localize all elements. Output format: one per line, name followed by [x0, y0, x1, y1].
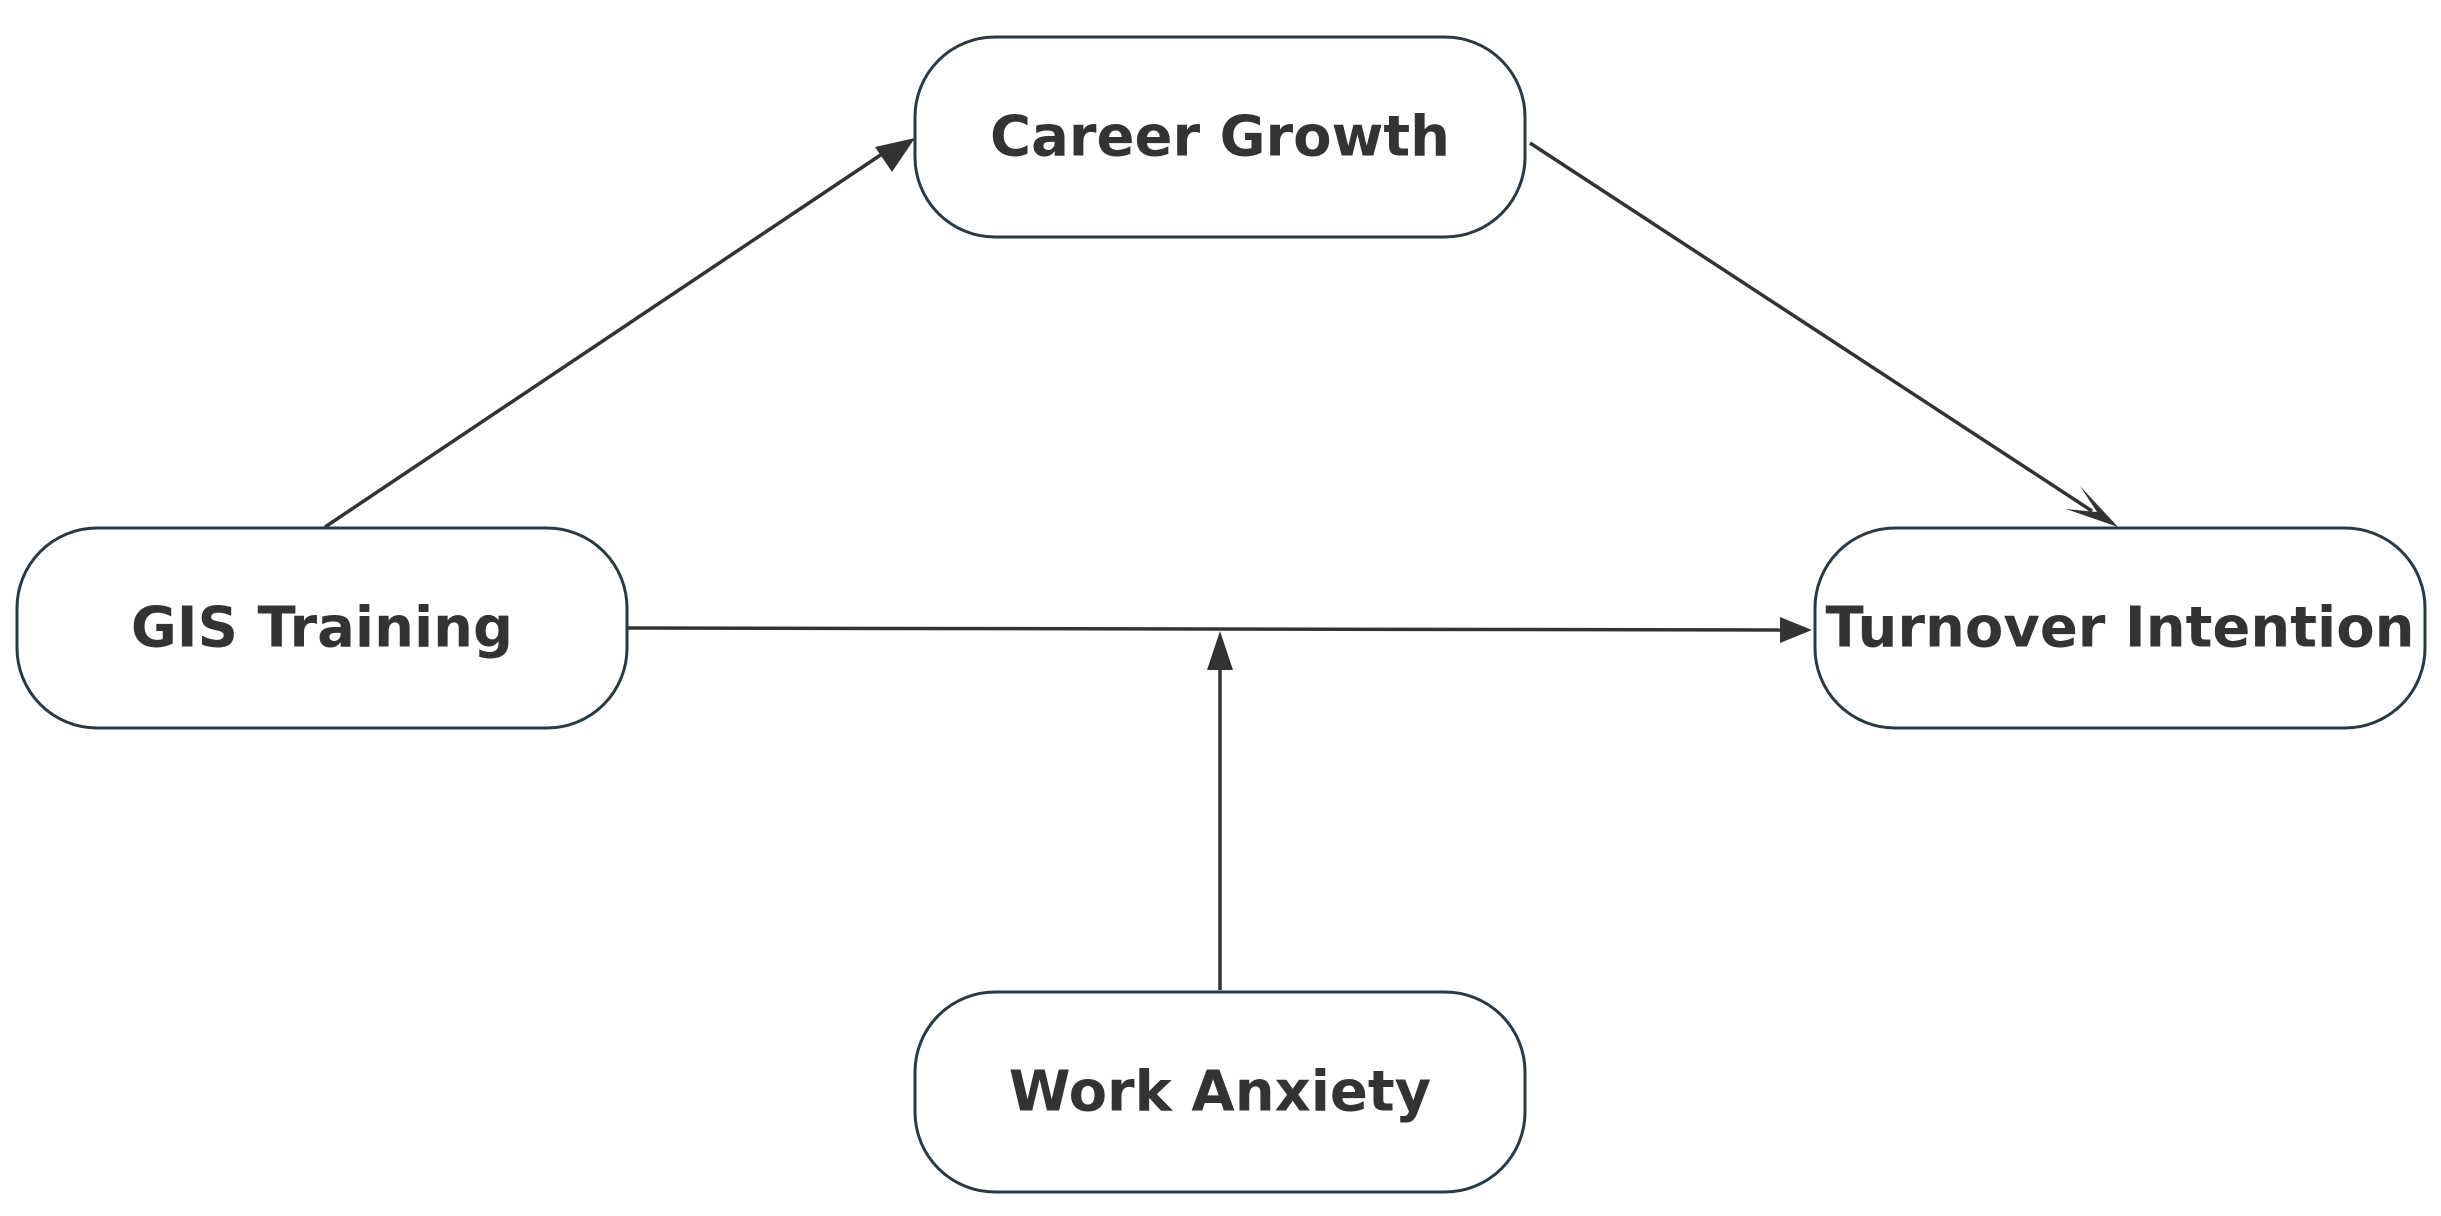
node-gis-training-label: GIS Training — [131, 596, 513, 661]
node-turnover-intention-label: Turnover Intention — [1825, 596, 2414, 661]
edge-gis-training-to-turnover-intention — [627, 626, 1783, 632]
edge-career-growth-to-turnover-intention — [1529, 141, 2093, 513]
node-work-anxiety-box — [913, 990, 1527, 1194]
node-turnover-intention: Turnover Intention — [1813, 526, 2427, 730]
arrowhead-turnover-intention-left — [1780, 617, 1812, 643]
node-gis-training: GIS Training — [15, 526, 629, 730]
arrowhead-moderation — [1207, 631, 1233, 670]
node-work-anxiety-label: Work Anxiety — [1009, 1060, 1431, 1125]
node-gis-training-box — [15, 526, 629, 730]
arrowhead-career-growth — [875, 138, 915, 172]
node-career-growth-label: Career Growth — [990, 105, 1450, 170]
node-career-growth-box — [913, 35, 1527, 239]
edge-gis-training-to-career-growth — [324, 148, 889, 529]
arrowhead-turnover-intention-top — [2066, 486, 2118, 527]
node-work-anxiety: Work Anxiety — [913, 990, 1527, 1194]
node-turnover-intention-box — [1813, 526, 2427, 730]
edges — [324, 138, 2118, 990]
node-career-growth: Career Growth — [913, 35, 1527, 239]
